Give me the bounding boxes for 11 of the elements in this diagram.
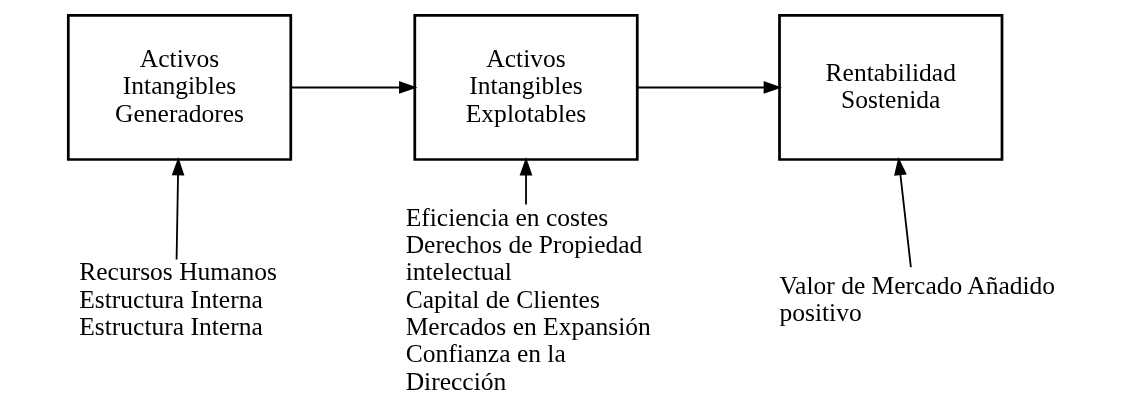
node-text: Valor de Mercado Añadido positivo xyxy=(779,270,1056,328)
node-box: Rentabilidad Sostenida xyxy=(778,14,1004,161)
node-box: Activos Intangibles Explotables xyxy=(413,14,639,161)
node-text: Eficiencia en costes Derechos de Propiedad intelectual Capital de Clientes Mercados en Expansión Confianza en la Dirección xyxy=(405,202,651,396)
node-text: Recursos Humanos Estructura Interna Estructura Interna xyxy=(79,257,277,341)
arrow xyxy=(636,81,782,94)
arrow xyxy=(290,81,418,94)
arrow xyxy=(894,157,912,269)
node-box: Activos Intangibles Generadores xyxy=(66,14,293,161)
arrow xyxy=(519,157,533,206)
arrow xyxy=(171,157,185,261)
